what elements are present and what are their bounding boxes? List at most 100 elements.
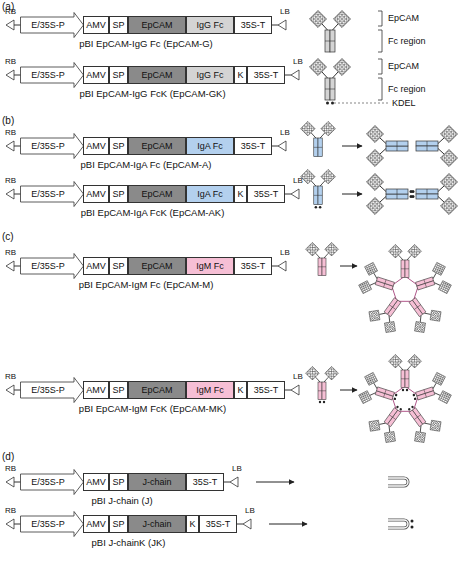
cassette-box: K: [234, 381, 247, 399]
cassette-box: IgA Fc: [186, 137, 234, 155]
box-text: AMV: [86, 520, 106, 529]
cassette-box: EpCAM: [128, 66, 186, 84]
cassette-box: 35S-T: [199, 515, 237, 533]
annotation-label: Fc region: [388, 37, 426, 46]
cassette-box: AMV: [83, 381, 109, 399]
box-text: AMV: [86, 262, 106, 271]
border-triangle: [6, 70, 14, 80]
box-text: E/35S-P: [31, 21, 73, 30]
box-text: SP: [112, 21, 124, 30]
construct-name: pBI J-chainK (JK): [92, 538, 166, 548]
cassette-box: 35S-T: [234, 16, 272, 34]
cassette-box: EpCAM: [128, 16, 186, 34]
construct-name: pBI EpCAM-IgG Fc (EpCAM-G): [79, 39, 213, 49]
cassette-box: AMV: [83, 257, 109, 275]
box-text: E/35S-P: [31, 142, 73, 151]
box-text: K: [189, 520, 195, 529]
box-text: EpCAM: [141, 71, 172, 80]
box-text: K: [237, 71, 243, 80]
box-text: E/35S-P: [31, 71, 73, 80]
construct-name: pBI EpCAM-IgM FcK (EpCAM-MK): [79, 404, 226, 414]
border-triangle: [291, 189, 299, 199]
border-triangle: [6, 261, 14, 271]
border-triangle: [6, 20, 14, 30]
border-triangle: [6, 519, 14, 529]
border-triangle: [6, 189, 14, 199]
promoter-arrow: E/35S-P: [20, 133, 84, 159]
border-label: RB: [5, 129, 16, 137]
box-text: SP: [112, 520, 124, 529]
border-label: RB: [5, 465, 16, 473]
cassette-box: 35S-T: [234, 137, 272, 155]
cassette-box: SP: [109, 473, 128, 491]
border-label: LB: [293, 373, 303, 381]
construct-name: pBI J-chain (J): [91, 496, 152, 506]
cassette-box: AMV: [83, 185, 109, 203]
cassette-box: 35S-T: [247, 66, 285, 84]
box-text: EpCAM: [141, 386, 172, 395]
construct-name: pBI EpCAM-IgM Fc (EpCAM-M): [79, 280, 214, 290]
box-text: IgM Fc: [196, 386, 224, 395]
antibody-illustration: [256, 11, 457, 529]
box-text: SP: [112, 478, 124, 487]
cassette-box: SP: [109, 515, 128, 533]
border-triangle: [278, 20, 286, 30]
cassette-box: J-chain: [128, 473, 186, 491]
cassette-box: SP: [109, 185, 128, 203]
construct-name: pBI EpCAM-IgA Fc (EpCAM-A): [81, 160, 212, 170]
cassette-box: AMV: [83, 66, 109, 84]
cassette-box: EpCAM: [128, 381, 186, 399]
cassette-box: AMV: [83, 137, 109, 155]
box-text: IgA Fc: [197, 190, 223, 199]
promoter-arrow: E/35S-P: [20, 253, 84, 279]
border-label: RB: [5, 507, 16, 515]
cassette-box: AMV: [83, 515, 109, 533]
box-text: K: [237, 190, 243, 199]
border-label: LB: [280, 8, 290, 16]
border-label: RB: [5, 373, 16, 381]
box-text: EpCAM: [141, 262, 172, 271]
border-triangle: [6, 477, 14, 487]
border-triangle: [291, 70, 299, 80]
box-text: SP: [112, 386, 124, 395]
cassette-box: SP: [109, 257, 128, 275]
cassette-box: K: [234, 185, 247, 203]
cassette-box: IgG Fc: [186, 16, 234, 34]
box-text: SP: [112, 71, 124, 80]
promoter-arrow: E/35S-P: [20, 511, 84, 537]
cassette-box: IgA Fc: [186, 185, 234, 203]
box-text: IgG Fc: [196, 21, 223, 30]
cassette-box: 35S-T: [247, 381, 285, 399]
panel-letter: (c): [2, 232, 14, 242]
box-text: K: [237, 386, 243, 395]
annotation-label: KDEL: [392, 99, 416, 108]
border-triangle: [243, 519, 251, 529]
box-text: E/35S-P: [31, 386, 73, 395]
box-text: AMV: [86, 478, 106, 487]
panel-letter: (d): [2, 452, 14, 462]
box-text: AMV: [86, 142, 106, 151]
box-text: E/35S-P: [31, 520, 73, 529]
box-text: SP: [112, 142, 124, 151]
box-text: 35S-T: [193, 478, 218, 487]
border-label: LB: [280, 129, 290, 137]
box-text: 35S-T: [206, 520, 231, 529]
cassette-box: AMV: [83, 16, 109, 34]
cassette-box: SP: [109, 137, 128, 155]
promoter-arrow: E/35S-P: [20, 12, 84, 38]
border-triangle: [291, 385, 299, 395]
cassette-box: 35S-T: [234, 257, 272, 275]
border-triangle: [278, 141, 286, 151]
cassette-box: SP: [109, 16, 128, 34]
cassette-box: 35S-T: [247, 185, 285, 203]
cassette-box: 35S-T: [186, 473, 224, 491]
annotation-label: EpCAM: [388, 14, 419, 23]
box-text: IgA Fc: [197, 142, 223, 151]
cassette-box: K: [234, 66, 247, 84]
border-label: RB: [5, 177, 16, 185]
box-text: EpCAM: [141, 142, 172, 151]
box-text: IgG Fc: [196, 71, 223, 80]
box-text: AMV: [86, 386, 106, 395]
border-label: LB: [280, 249, 290, 257]
border-label: LB: [293, 177, 303, 185]
